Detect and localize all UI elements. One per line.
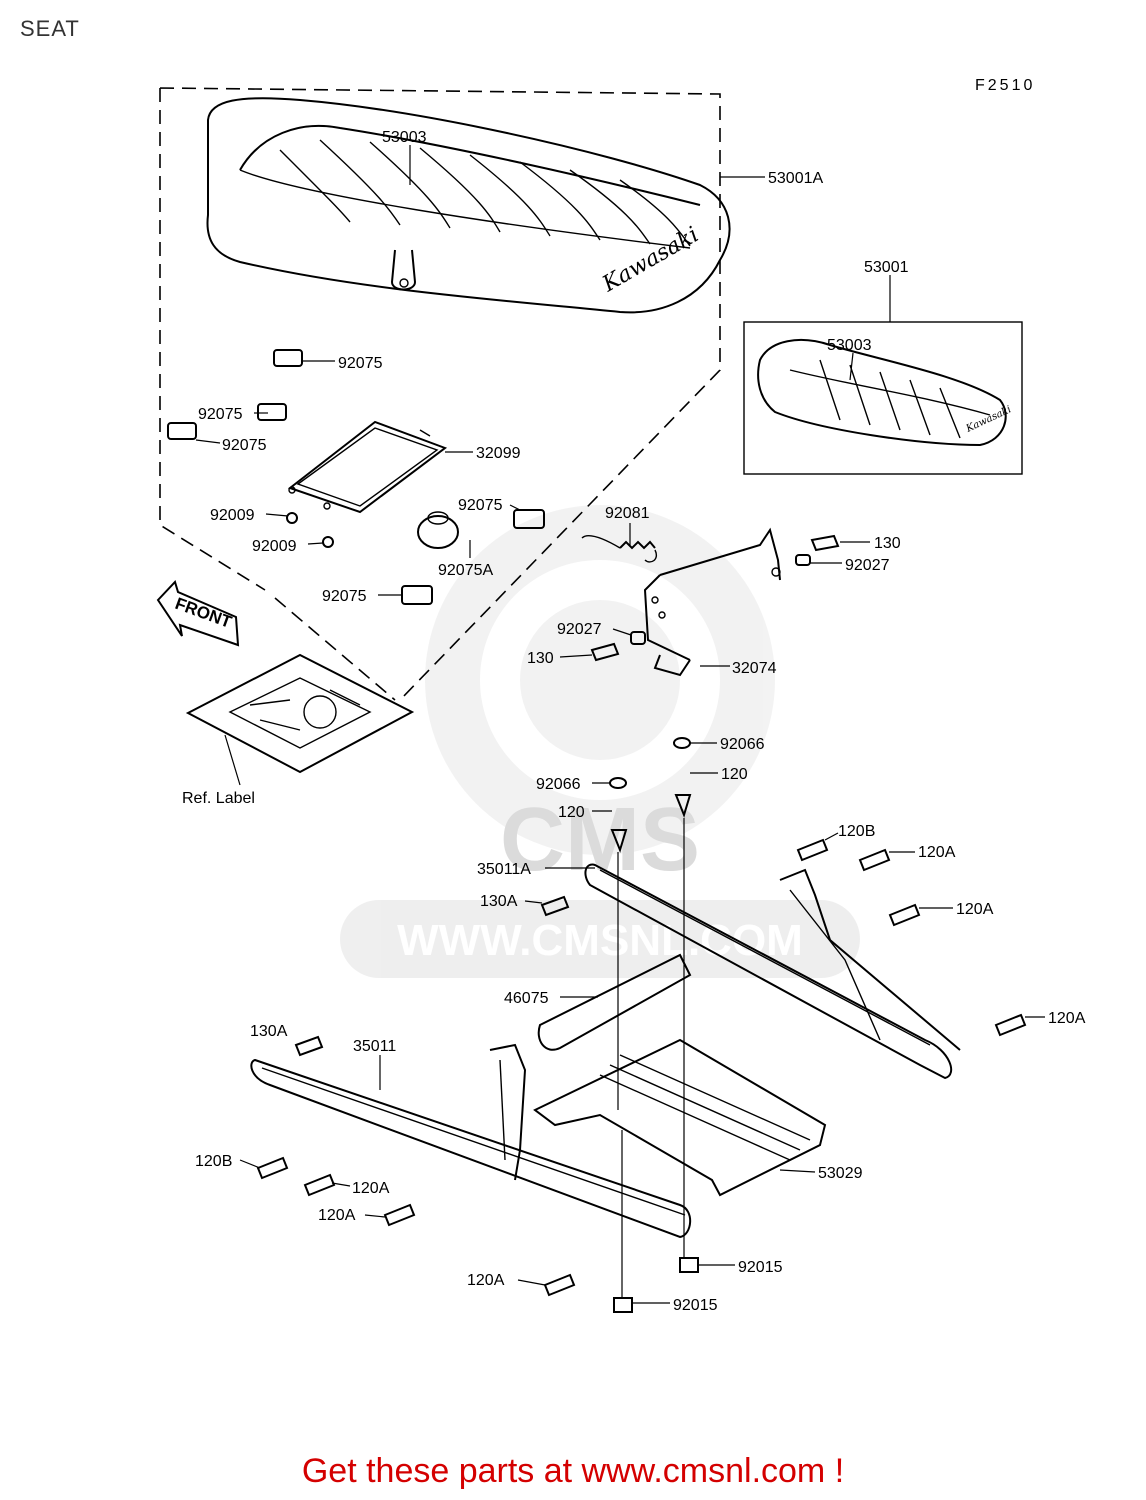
- callout: 130A: [480, 893, 518, 910]
- callout: 120A: [956, 901, 994, 918]
- callout: Ref. Label: [182, 790, 255, 807]
- seat-logo: Kawasaki: [598, 222, 703, 297]
- callout: 92075: [338, 355, 383, 372]
- callout: 32074: [732, 660, 777, 677]
- callout: 120A: [918, 844, 956, 861]
- lock-bracket-32074-icon: [643, 527, 781, 677]
- callout: 92075A: [438, 562, 493, 579]
- callout: 92075: [322, 588, 367, 605]
- seat-53001a-icon: Kawasaki: [206, 97, 731, 314]
- seat-rail-35011a-icon: [584, 863, 961, 1080]
- callout: 120: [558, 804, 585, 821]
- rubber-damper-icon: [167, 349, 545, 605]
- callout: 120A: [467, 1272, 505, 1289]
- figure-code: F2510: [975, 77, 1035, 94]
- parts-diagram: CMS WWW.CMSNL.COM F2510 Kawasaki Kawasak…: [156, 77, 1086, 1314]
- spring-92081-icon: [581, 535, 657, 563]
- callout: 120B: [838, 823, 875, 840]
- callout-labels: 53003 53001A 53001 53003 92075 92075 920…: [182, 129, 1086, 1314]
- callout: 92066: [536, 776, 581, 793]
- callout: 92075: [458, 497, 503, 514]
- callout: 92075: [198, 406, 243, 423]
- callout: 92015: [738, 1259, 783, 1276]
- callout: 92009: [252, 538, 297, 555]
- watermark-logo-text: CMS: [500, 790, 700, 890]
- seat-pan-53029-icon: [533, 1038, 827, 1197]
- callout: 92081: [605, 505, 650, 522]
- screw-icon: [286, 512, 334, 548]
- callout: 92027: [557, 621, 602, 638]
- callout: 53029: [818, 1165, 863, 1182]
- front-arrow-icon: FRONT: [156, 580, 240, 647]
- callout: 130: [874, 535, 901, 552]
- callout: 32099: [476, 445, 521, 462]
- callout: 92066: [720, 736, 765, 753]
- bolt-icon: [256, 737, 1027, 1313]
- assembly-boundary: [159, 87, 721, 701]
- seat-53001-box: [743, 321, 1023, 475]
- callout: 92027: [845, 557, 890, 574]
- callout: 53001: [864, 259, 909, 276]
- callout: 92009: [210, 507, 255, 524]
- callout: 92015: [673, 1297, 718, 1314]
- reference-label-icon: [185, 653, 415, 774]
- leader-lines: [195, 145, 1045, 1304]
- callout: 120B: [195, 1153, 232, 1170]
- collar-bolt-icon: [590, 534, 840, 662]
- callout: 46075: [504, 990, 549, 1007]
- page-title: SEAT: [20, 16, 80, 41]
- seat-53001-icon: Kawasaki: [757, 339, 1013, 447]
- callout: 92075: [222, 437, 267, 454]
- callout: 120A: [318, 1207, 356, 1224]
- callout: 35011: [353, 1038, 396, 1055]
- callout: 53003: [382, 129, 427, 146]
- callout: 120A: [352, 1180, 390, 1197]
- stay-46075-icon: [537, 953, 692, 1051]
- callout: 120A: [1048, 1010, 1086, 1027]
- seat-rail-35011-icon: [250, 1043, 692, 1239]
- shop-link[interactable]: Get these parts at www.cmsnl.com !: [301, 1452, 845, 1490]
- callout: 53001A: [768, 170, 823, 187]
- callout: 120: [721, 766, 748, 783]
- callout: 130A: [250, 1023, 288, 1040]
- callout: 35011A: [477, 861, 531, 878]
- tool-tray-32099-icon: [287, 420, 448, 514]
- callout: 130: [527, 650, 554, 667]
- watermark-text: WWW.CMSNL.COM: [397, 916, 803, 965]
- watermark-logo: CMS WWW.CMSNL.COM: [340, 505, 860, 978]
- callout: 53003: [827, 337, 872, 354]
